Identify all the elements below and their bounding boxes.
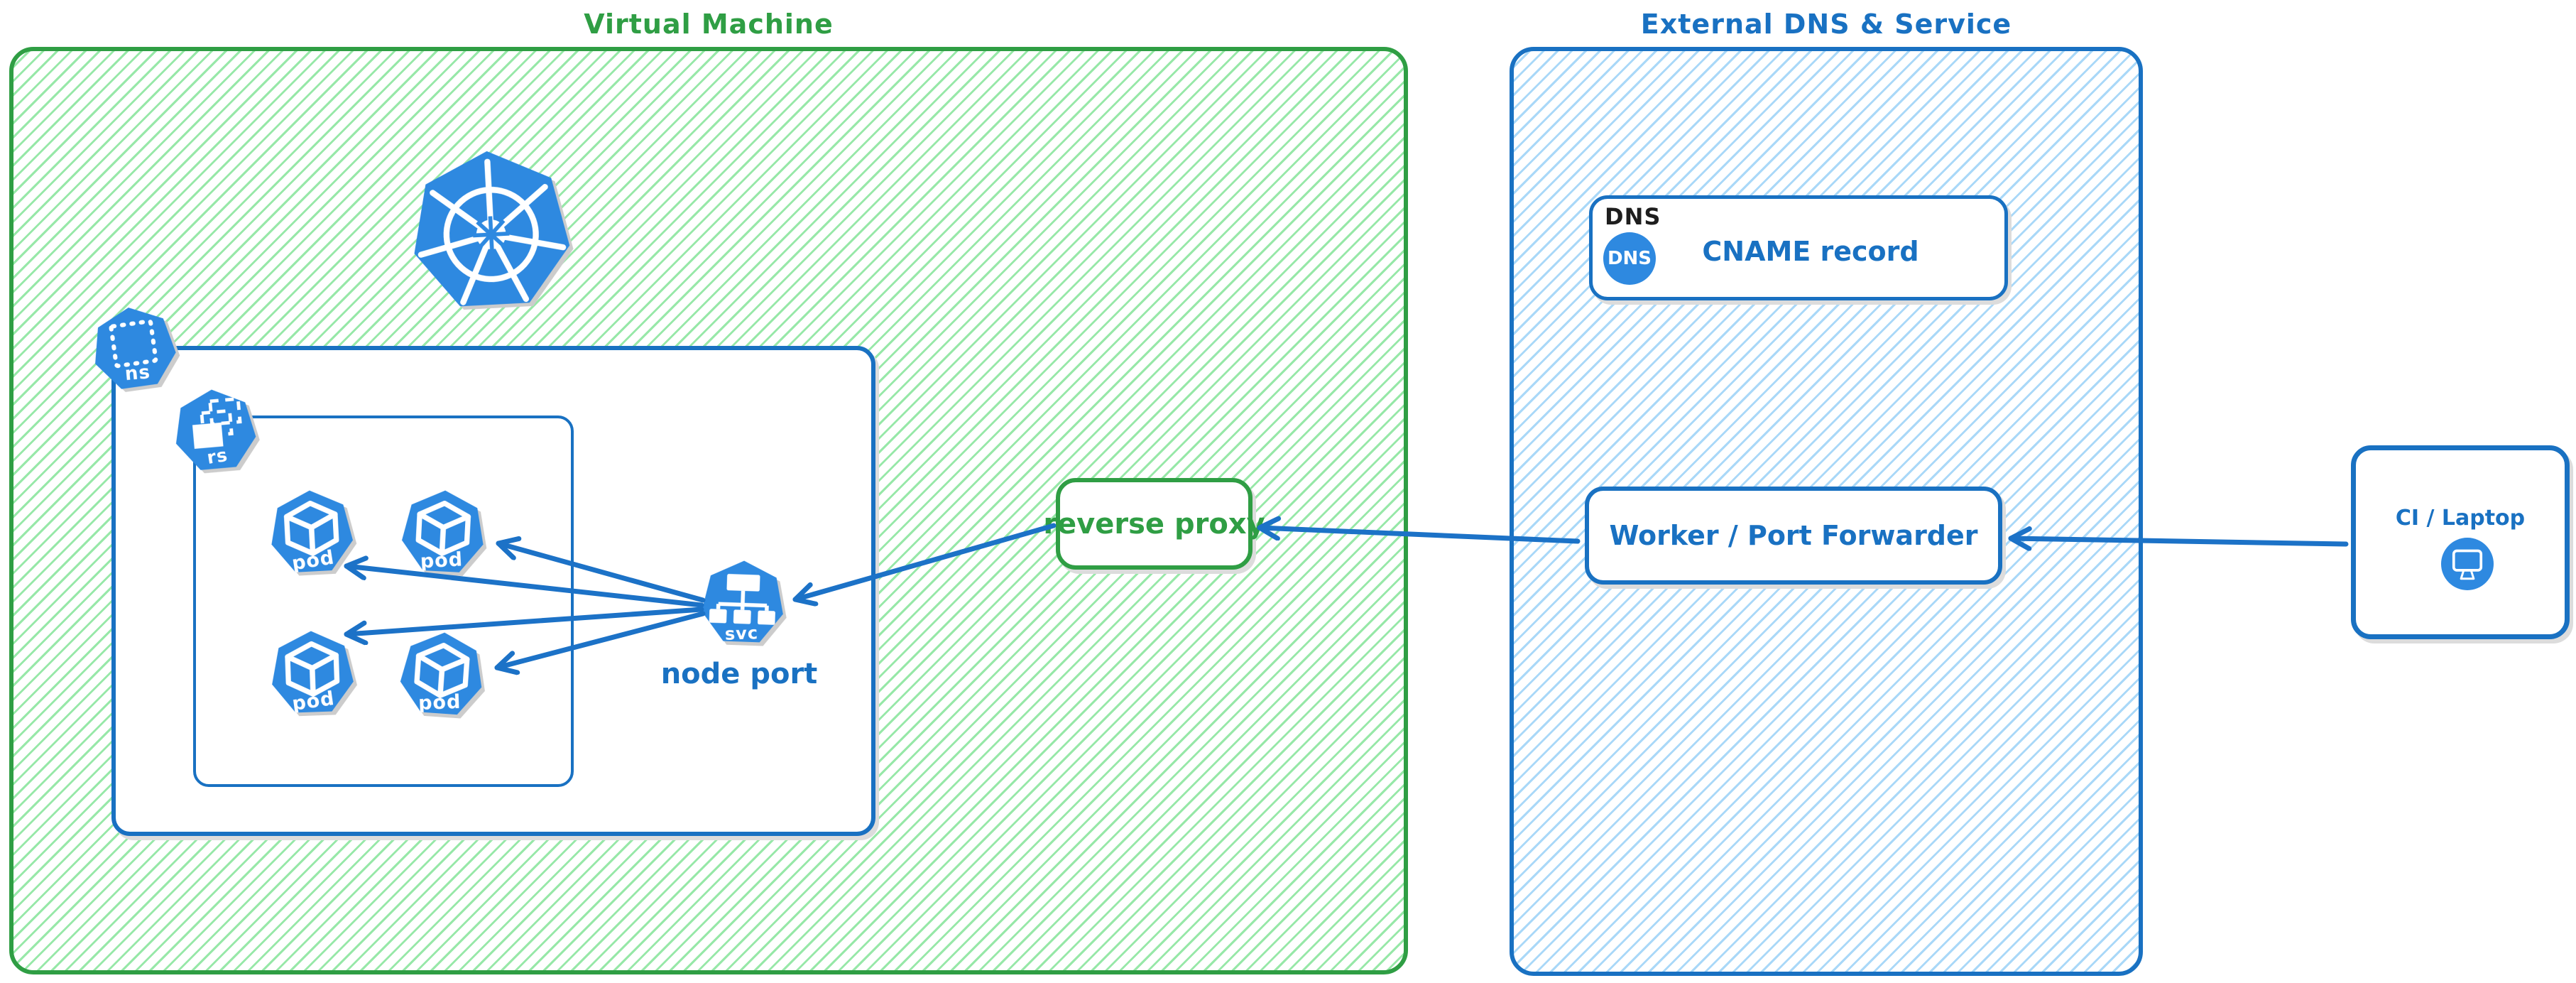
reverse-proxy-box: reverse proxy (1043, 478, 1265, 570)
external-zone-title: External DNS & Service (1640, 9, 2012, 40)
worker-port-forwarder-label: Worker / Port Forwarder (1609, 520, 1978, 551)
dns-icon-label: DNS (1607, 248, 1652, 269)
dns-icon: DNS (1603, 232, 1656, 285)
dns-record-box (1589, 195, 2008, 300)
replicaset-group-box (193, 416, 574, 787)
pod-icon-3: pod (268, 628, 357, 719)
pod-icon-4: pod (395, 628, 488, 722)
service-icon-label: svc (724, 623, 759, 644)
service-icon: svc (698, 558, 787, 648)
pod-icon-1: pod (266, 487, 357, 579)
kubernetes-logo-icon (404, 143, 578, 319)
ci-laptop-label: CI / Laptop (2395, 506, 2526, 531)
vm-zone-title: Virtual Machine (584, 9, 834, 40)
pod-icon-label: pod (420, 548, 464, 573)
worker-port-forwarder-box: Worker / Port Forwarder (1585, 487, 2002, 585)
node-port-caption: node port (660, 658, 818, 690)
replicaset-icon: rs (169, 384, 261, 477)
dns-section-label: DNS (1605, 203, 1661, 230)
pod-icon-2: pod (398, 487, 489, 579)
reverse-proxy-label: reverse proxy (1043, 507, 1265, 541)
monitor-icon (2441, 538, 2494, 590)
namespace-icon: ns (85, 300, 183, 398)
pod-icon-label: pod (417, 690, 462, 715)
cname-record-label: CNAME record (1702, 236, 1919, 267)
